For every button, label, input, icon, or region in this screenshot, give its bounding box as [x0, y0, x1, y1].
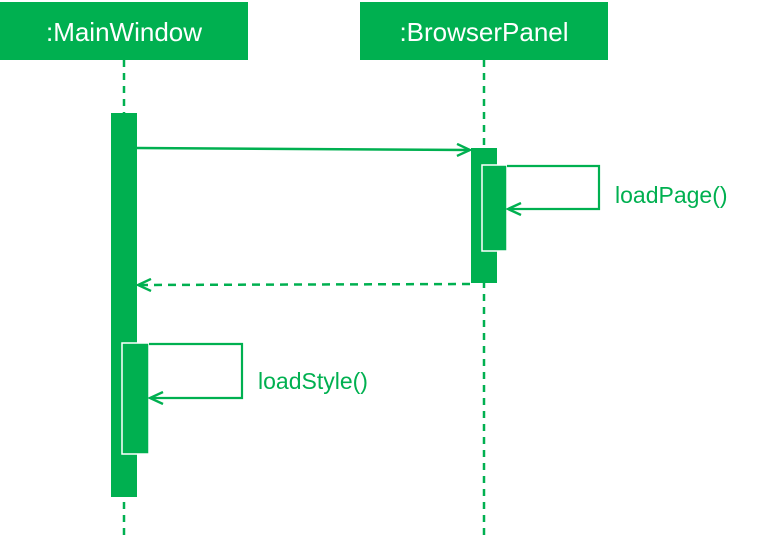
- participant-browserpanel: :BrowserPanel: [360, 2, 608, 60]
- message-arrow-call: [136, 148, 470, 150]
- participant-label: :BrowserPanel: [399, 17, 568, 47]
- participant-box: [0, 2, 248, 60]
- self-call-arrow-loadpage: [507, 164, 601, 209]
- message-arrow-return: [138, 284, 471, 285]
- participant-mainwindow: :MainWindow: [0, 2, 248, 60]
- activation-bar-browserpanel-nested: [481, 164, 508, 252]
- message-label-loadstyle: loadStyle(): [258, 368, 368, 394]
- activation-bar-mainwindow-nested: [121, 342, 150, 455]
- participant-label: :MainWindow: [46, 17, 202, 47]
- message-label-loadpage: loadPage(): [615, 182, 728, 208]
- participant-box: [360, 2, 608, 60]
- self-call-arrow-loadstyle: [149, 342, 244, 398]
